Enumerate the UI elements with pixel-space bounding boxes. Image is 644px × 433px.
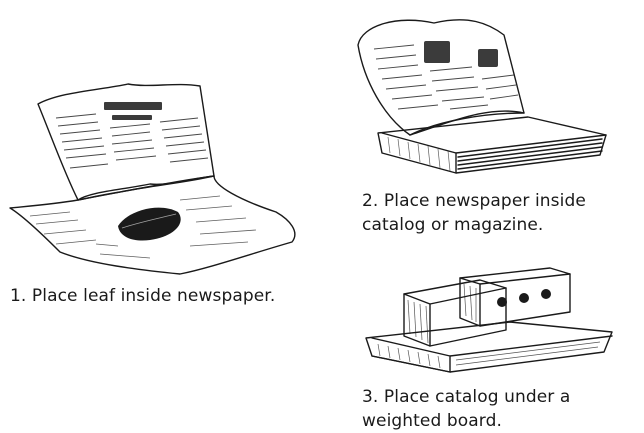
- leaf-icon: [118, 208, 181, 241]
- step-2-caption-line-2: catalog or magazine.: [362, 213, 586, 237]
- leaf-in-newspaper-illustration: [0, 82, 325, 277]
- step-2-caption-line-1: 2. Place newspaper inside: [362, 189, 586, 213]
- step-1-caption-line: 1. Place leaf inside newspaper.: [10, 284, 275, 308]
- step-3-caption: 3. Place catalog under a weighted board.: [362, 385, 570, 433]
- step-3-caption-line-1: 3. Place catalog under a: [362, 385, 570, 409]
- step-2-caption: 2. Place newspaper inside catalog or mag…: [362, 189, 586, 237]
- step-3-caption-line-2: weighted board.: [362, 409, 570, 433]
- weighted-board-illustration: [360, 260, 620, 378]
- newspaper-in-catalog-illustration: [338, 5, 628, 180]
- step-1-caption: 1. Place leaf inside newspaper.: [10, 284, 275, 308]
